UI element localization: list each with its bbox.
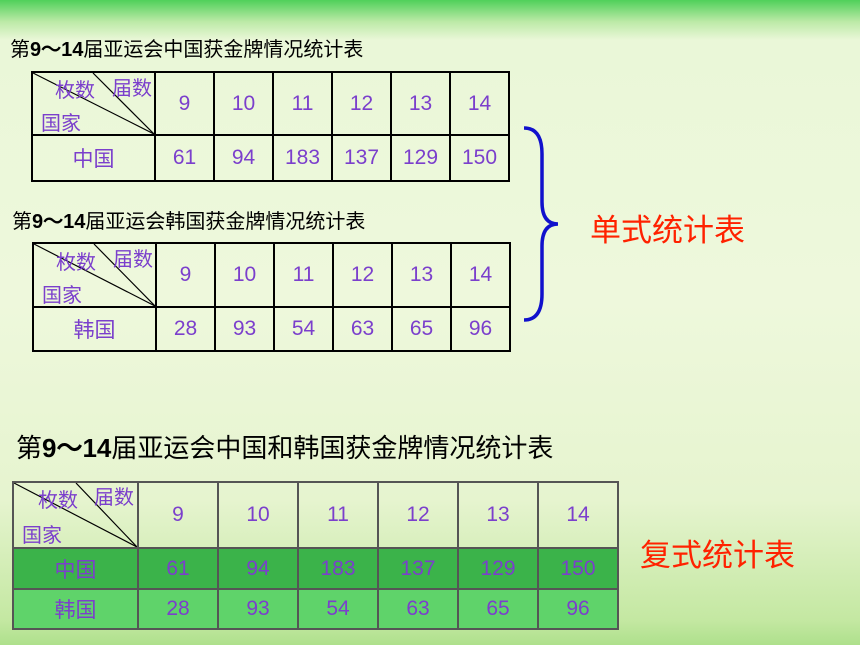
country-cell: 韩国 — [32, 306, 157, 352]
table-china-korea: 届数 枚数 国家 9 10 11 12 13 14 中国 61 94 183 1… — [12, 481, 619, 630]
value-cell: 129 — [457, 547, 539, 590]
country-cell: 中国 — [12, 547, 139, 590]
compound-table-label: 复式统计表 — [640, 538, 795, 573]
value-cell: 96 — [537, 588, 619, 630]
value-cell: 137 — [377, 547, 459, 590]
table-korea: 届数 枚数 国家 9 10 11 12 13 14 韩国 28 93 54 63… — [32, 242, 511, 352]
header-diagonal-cell: 届数 枚数 国家 — [12, 481, 139, 549]
session-cell: 9 — [155, 242, 216, 308]
value-cell: 94 — [217, 547, 299, 590]
header-sessions-label: 届数 — [113, 249, 153, 271]
country-cell: 中国 — [31, 134, 156, 182]
session-cell: 12 — [332, 242, 393, 308]
value-cell: 137 — [331, 134, 392, 182]
value-cell: 54 — [297, 588, 379, 630]
value-cell: 94 — [213, 134, 274, 182]
header-sessions-label: 届数 — [112, 78, 152, 100]
session-cell: 13 — [457, 481, 539, 549]
value-cell: 61 — [137, 547, 219, 590]
table1-title: 第9～14届亚运会中国获金牌情况统计表 — [10, 39, 364, 61]
value-cell: 93 — [214, 306, 275, 352]
header-country-label: 国家 — [22, 525, 62, 547]
header-country-label: 国家 — [41, 113, 81, 135]
session-cell: 13 — [391, 242, 452, 308]
header-medals-label: 枚数 — [55, 80, 95, 102]
value-cell: 96 — [450, 306, 511, 352]
session-cell: 11 — [297, 481, 379, 549]
value-cell: 150 — [537, 547, 619, 590]
value-cell: 129 — [390, 134, 451, 182]
curly-brace-icon — [523, 126, 559, 322]
session-cell: 9 — [137, 481, 219, 549]
value-cell: 63 — [332, 306, 393, 352]
country-cell: 韩国 — [12, 588, 139, 630]
session-cell: 12 — [331, 71, 392, 136]
value-cell: 61 — [154, 134, 215, 182]
header-diagonal-cell: 届数 枚数 国家 — [31, 71, 156, 136]
value-cell: 65 — [457, 588, 539, 630]
header-medals-label: 枚数 — [38, 490, 78, 512]
value-cell: 28 — [137, 588, 219, 630]
table-china: 届数 枚数 国家 9 10 11 12 13 14 中国 61 94 183 1… — [31, 71, 510, 182]
table2-title: 第9～14届亚运会韩国获金牌情况统计表 — [12, 211, 366, 233]
session-cell: 9 — [154, 71, 215, 136]
table3-title: 第9～14届亚运会中国和韩国获金牌情况统计表 — [16, 433, 554, 463]
value-cell: 28 — [155, 306, 216, 352]
header-diagonal-cell: 届数 枚数 国家 — [32, 242, 157, 308]
value-cell: 183 — [297, 547, 379, 590]
header-sessions-label: 届数 — [94, 487, 134, 509]
value-cell: 63 — [377, 588, 459, 630]
session-cell: 11 — [272, 71, 333, 136]
session-cell: 14 — [537, 481, 619, 549]
session-cell: 12 — [377, 481, 459, 549]
session-cell: 14 — [449, 71, 510, 136]
value-cell: 54 — [273, 306, 334, 352]
session-cell: 13 — [390, 71, 451, 136]
single-table-label: 单式统计表 — [590, 213, 745, 248]
value-cell: 150 — [449, 134, 510, 182]
session-cell: 10 — [213, 71, 274, 136]
session-cell: 10 — [214, 242, 275, 308]
value-cell: 93 — [217, 588, 299, 630]
header-medals-label: 枚数 — [56, 252, 96, 274]
session-cell: 10 — [217, 481, 299, 549]
session-cell: 14 — [450, 242, 511, 308]
header-country-label: 国家 — [42, 285, 82, 307]
value-cell: 183 — [272, 134, 333, 182]
session-cell: 11 — [273, 242, 334, 308]
value-cell: 65 — [391, 306, 452, 352]
